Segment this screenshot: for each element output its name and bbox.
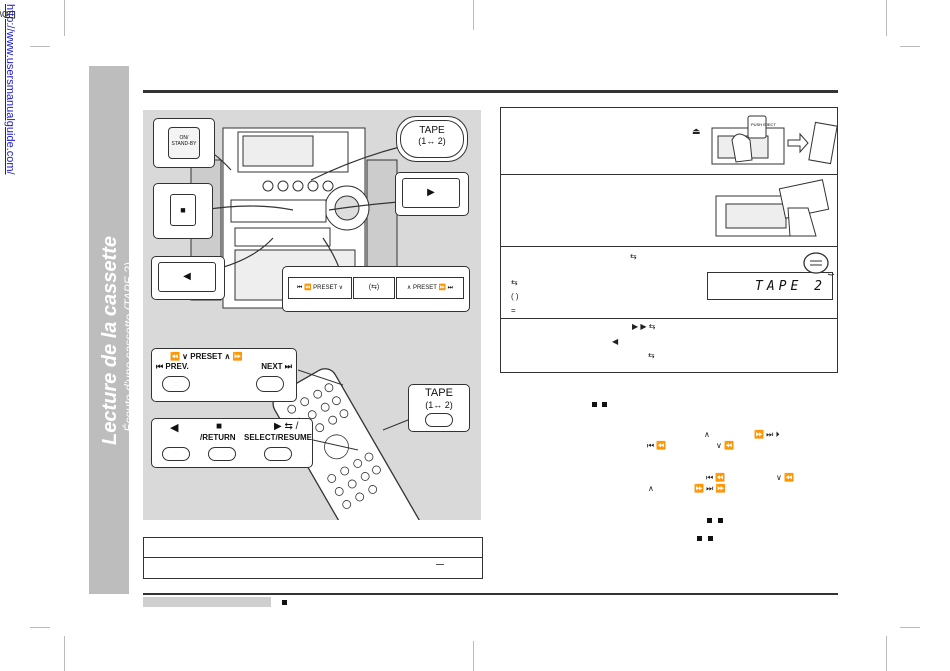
stop-icon bbox=[707, 518, 712, 523]
remote-preset-label: ⏪ ∨ PRESET ∧ ⏩ bbox=[170, 352, 243, 361]
reverse-icon: ◀ bbox=[183, 271, 191, 282]
tape-button-label: TAPE bbox=[419, 125, 445, 136]
crop-mark bbox=[64, 636, 65, 671]
preset-up-label: ∧ PRESET ⏩ ⏭ bbox=[406, 285, 454, 291]
play-icon: ▶ bbox=[427, 187, 435, 198]
stop-icon bbox=[602, 402, 607, 407]
reverse-icon: ◀ bbox=[612, 337, 619, 346]
section-title-sub: - Écoute d'une cassette (TAPE 2) - bbox=[122, 254, 136, 439]
remote-play-button[interactable] bbox=[264, 447, 292, 461]
stop-icon bbox=[708, 536, 713, 541]
note-table-divider bbox=[144, 557, 482, 558]
crop-mark bbox=[900, 46, 920, 47]
footer-rule bbox=[143, 593, 838, 595]
lcd-display: TAPE 2 bbox=[707, 272, 833, 300]
power-button[interactable]: ON/ STAND-BY bbox=[168, 127, 200, 159]
remote-tape-callout: TAPE (1↔ 2) bbox=[408, 384, 470, 432]
section-sidebar bbox=[89, 66, 129, 594]
remote-transport-callout: ◀ ■ /RETURN ▶ ⇆ / SELECT/RESUME bbox=[151, 418, 313, 468]
section-title-main: Lecture de la cassette bbox=[99, 236, 121, 445]
crop-mark bbox=[473, 641, 474, 671]
note-table bbox=[143, 537, 483, 579]
remote-select-resume-label: SELECT/RESUME bbox=[244, 433, 313, 442]
remote-stop-label: ■ bbox=[216, 421, 223, 432]
loop-button-drawing[interactable] bbox=[802, 250, 836, 280]
preset-down-label: ⏮ ⏪ PRESET ∨ bbox=[296, 285, 344, 291]
loop-icon: (⇆) bbox=[368, 284, 380, 291]
skip-forward-icon: ⏩ ⏭ ⏩ bbox=[694, 484, 726, 493]
step-divider bbox=[501, 174, 837, 175]
stop-icon bbox=[718, 518, 723, 523]
loop-icon: ⇆ bbox=[511, 278, 518, 287]
remote-rev-label: ◀ bbox=[170, 422, 179, 434]
preset-panel-callout: ⏮ ⏪ PRESET ∨ (⇆) ∧ PRESET ⏩ ⏭ bbox=[282, 266, 470, 312]
crop-mark bbox=[900, 627, 920, 628]
chevron-up-icon: ∧ bbox=[704, 430, 710, 439]
remote-stop-return-label: /RETURN bbox=[200, 433, 236, 442]
loop-button[interactable]: (⇆) bbox=[353, 277, 395, 299]
play-button-callout: ▶ bbox=[395, 172, 469, 216]
footer-bullet bbox=[282, 600, 287, 605]
stop-icon: ■ bbox=[180, 205, 186, 215]
remote-rev-button[interactable] bbox=[162, 447, 190, 461]
crop-mark bbox=[886, 0, 887, 36]
reverse-button[interactable]: ◀ bbox=[158, 262, 216, 292]
loop-icon: = bbox=[511, 306, 516, 315]
push-eject-text: PUSH EJECT bbox=[751, 122, 776, 127]
power-button-label: ON/ STAND-BY bbox=[171, 135, 197, 147]
remote-stop-button[interactable] bbox=[208, 447, 236, 461]
header-rule bbox=[143, 90, 838, 93]
stop-button[interactable]: ■ bbox=[170, 194, 196, 226]
section-title: Lecture de la cassette - Écoute d'une ca… bbox=[99, 236, 136, 445]
play-icon: ▶ ▶ ⇆ bbox=[632, 322, 656, 331]
preset-up-button[interactable]: ∧ PRESET ⏩ ⏭ bbox=[396, 277, 464, 299]
loop-icon: ⇆ bbox=[648, 351, 655, 360]
chevron-up-icon: ∧ bbox=[648, 484, 654, 493]
watermark-link[interactable]: http://www.usersmanualguide.com/ bbox=[4, 4, 16, 175]
crop-mark bbox=[30, 46, 50, 47]
preset-down-button[interactable]: ⏮ ⏪ PRESET ∨ bbox=[288, 277, 352, 299]
tape-button[interactable]: TAPE (1↔ 2) bbox=[400, 120, 464, 158]
stop-icon bbox=[592, 402, 597, 407]
watermark-prefix: Downloaded from: bbox=[0, 8, 16, 20]
remote-preset-callout: ⏪ ∨ PRESET ∧ ⏩ ⏮ PREV. NEXT ⏭ bbox=[151, 348, 297, 402]
chevron-down-icon: ∨ ⏪ bbox=[776, 473, 795, 482]
tape-button-sublabel: (1↔ 2) bbox=[418, 136, 446, 146]
remote-tape-button[interactable] bbox=[425, 413, 453, 427]
chevron-down-icon: ∨ ⏪ bbox=[716, 441, 735, 450]
remote-prev-button[interactable] bbox=[162, 376, 190, 392]
skip-forward-icon: ⏩ ⏭ ⏵ bbox=[754, 430, 780, 439]
tape-button-callout: TAPE (1↔ 2) bbox=[396, 116, 468, 162]
cassette-insert-drawing bbox=[715, 179, 830, 237]
cassette-eject-drawing: PUSH EJECT bbox=[711, 115, 838, 165]
watermark: Downloaded from: http://www.usersmanualg… bbox=[0, 4, 16, 304]
remote-tape-sublabel: (1↔ 2) bbox=[425, 400, 453, 410]
remote-prev-label: ⏮ PREV. bbox=[156, 362, 189, 371]
remote-next-label: NEXT ⏭ bbox=[261, 362, 292, 371]
stop-icon bbox=[697, 536, 702, 541]
skip-back-icon: ⏮ ⏪ bbox=[647, 441, 667, 450]
eject-icon: ⏏ bbox=[692, 126, 701, 136]
step-divider bbox=[501, 318, 837, 319]
crop-mark bbox=[64, 0, 65, 36]
remote-next-button[interactable] bbox=[256, 376, 284, 392]
play-button[interactable]: ▶ bbox=[402, 178, 460, 208]
remote-tape-label: TAPE bbox=[425, 387, 453, 399]
loop-icon: ⇆ bbox=[630, 252, 637, 261]
loop-icon: ( ) bbox=[511, 292, 519, 301]
crop-mark bbox=[473, 0, 474, 30]
note-table-mark bbox=[436, 564, 444, 565]
power-button-callout: ON/ STAND-BY bbox=[153, 118, 215, 168]
step-divider bbox=[501, 246, 837, 247]
stop-button-callout: ■ bbox=[153, 183, 213, 239]
reverse-button-callout: ◀ bbox=[151, 256, 225, 300]
footer-tab bbox=[143, 597, 271, 607]
crop-mark bbox=[886, 636, 887, 671]
skip-back-icon: ⏮ ⏪ bbox=[706, 473, 726, 482]
crop-mark bbox=[30, 627, 50, 628]
remote-play-label: ▶ ⇆ / bbox=[274, 421, 299, 432]
